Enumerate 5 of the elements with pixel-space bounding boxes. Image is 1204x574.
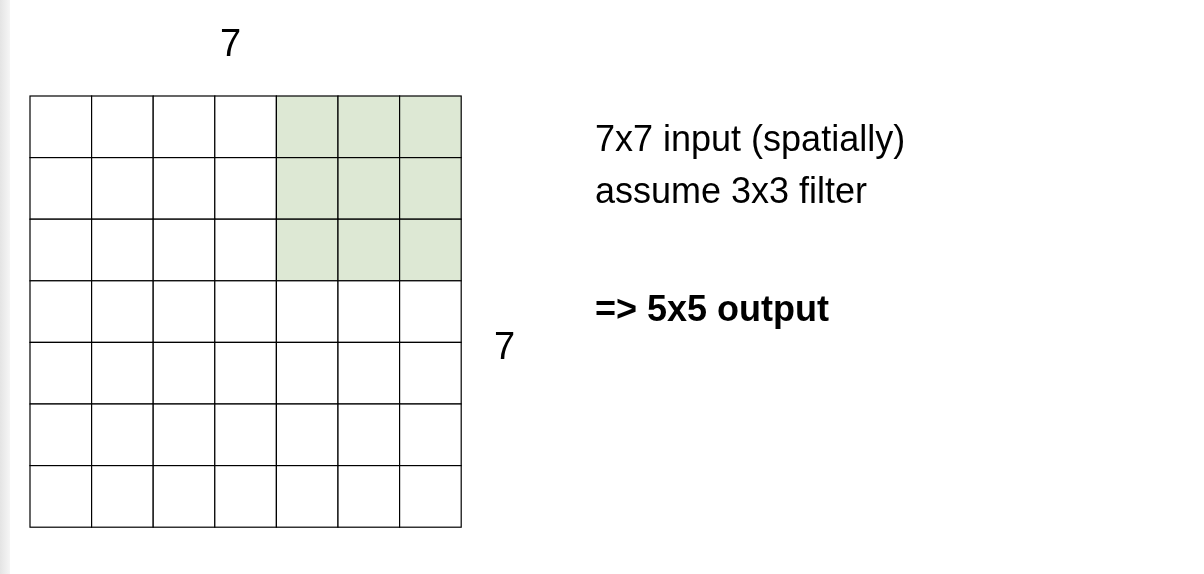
note-text: => 5x5 output bbox=[595, 288, 830, 330]
note-text: 7x7 input (spatially) bbox=[595, 118, 906, 160]
note-text: assume 3x3 filter bbox=[595, 170, 868, 212]
dimension-label: 7 bbox=[220, 22, 242, 66]
dimension-label: 7 bbox=[494, 325, 516, 369]
